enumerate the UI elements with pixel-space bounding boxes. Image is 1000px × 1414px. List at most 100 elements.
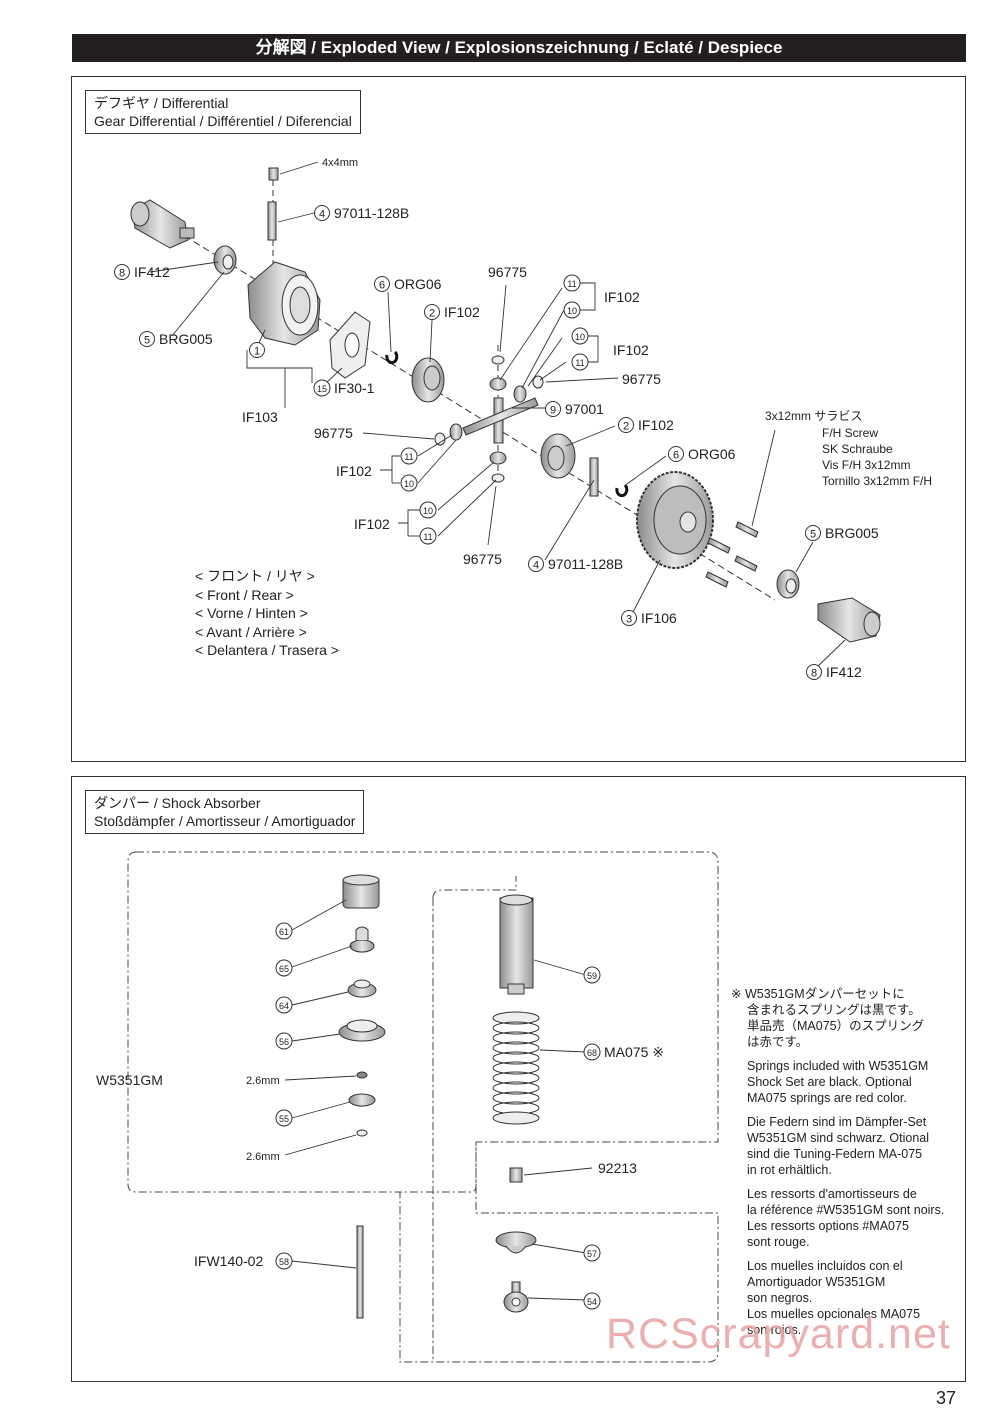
screw-note: 3x12mm サラビス F/H Screw SK Schraube Vis F/… [765,409,932,488]
spring-note-jp: ※ W5351GMダンパーセットに 含まれるスプリングは黒です。 単品売（MA0… [731,987,925,1049]
shock-rod-end-part [503,1281,529,1313]
shock-title-box: ダンパー / Shock Absorber Stoßdämpfer / Amor… [85,790,365,834]
callout-8-left: 8 [114,264,130,280]
label-if102-b: IF102 [604,289,640,305]
shock-shaft-part [356,1225,364,1319]
svg-text:54: 54 [587,1297,597,1307]
label-97001: 97001 [565,401,604,417]
label-4x4: 4x4mm [322,157,358,169]
differential-panel [71,76,966,762]
label-92213: 92213 [598,1160,637,1176]
label-if412-right: IF412 [826,664,862,680]
label-ifw140: IFW140-02 [194,1253,263,1269]
shock-spring-retainer-part [495,1231,537,1254]
shock-title-multi: Stoßdämpfer / Amortisseur / Amortiguador [94,813,356,829]
callout-59: 59 [583,966,601,984]
svg-text:9: 9 [550,405,556,417]
callout-9: 9 [545,401,561,417]
label-2-6mm-a: 2.6mm [246,1075,280,1087]
label-96775-d: 96775 [463,551,502,567]
shock-spring-part [492,1011,540,1125]
label-96775-c: 96775 [314,425,353,441]
label-if30: IF30-1 [334,380,375,396]
screw-note-es: Tornillo 3x12mm F/H [822,474,932,488]
bearing-left-part [213,245,237,275]
shock-group-outlines [127,851,719,1363]
svg-text:10: 10 [404,479,414,489]
svg-text:11: 11 [567,279,576,289]
callout-65: 65 [275,959,293,977]
callout-10-c: 10 [400,474,418,492]
svg-text:10: 10 [567,306,577,316]
front-rear-de: < Vorne / Hinten > [195,605,308,621]
bearing-right-part [776,569,800,599]
label-2-6mm-b: 2.6mm [246,1151,280,1163]
callout-58: 58 [275,1252,293,1270]
label-97011-bottom: 97011-128B [548,556,623,572]
svg-text:1: 1 [254,346,260,358]
spring-note-fr: Les ressorts d'amortisseurs de la référe… [747,1187,945,1249]
callout-4-top: 4 [314,205,330,221]
pin-bottom-part [589,457,599,497]
svg-text:56: 56 [279,1037,289,1047]
callout-55: 55 [275,1109,293,1127]
diff-callout-numbers: 4 8 5 1 15 6 2 11 10 10 11 9 2 11 10 6 1… [114,205,822,680]
outdrive-left-part [130,199,195,249]
shock-collar-part [338,1019,386,1042]
callout-61: 61 [275,922,293,940]
shock-callout-numbers: 61 65 64 56 55 58 59 68 57 54 [275,922,601,1310]
callout-10-a: 10 [563,301,581,319]
shock-washer-part [356,1129,368,1137]
callout-11-c: 11 [400,447,418,465]
svg-text:68: 68 [587,1048,597,1058]
watermark: RCScrapyard.net [606,1310,951,1358]
front-rear-jp: < フロント / リヤ > [195,568,315,584]
svg-text:8: 8 [811,668,817,680]
bevel-gear-left-part [411,357,445,403]
front-rear-fr: < Avant / Arrière > [195,623,307,640]
svg-text:3: 3 [626,614,632,626]
page-header: 分解図 / Exploded View / Explosionszeichnun… [72,34,966,62]
svg-text:10: 10 [575,332,585,342]
svg-text:5: 5 [144,335,150,347]
svg-text:11: 11 [575,358,584,368]
callout-6-left: 6 [374,276,390,292]
svg-text:5: 5 [810,529,816,541]
callout-64: 64 [275,996,293,1014]
shock-eyelet-top-part [349,926,375,953]
svg-text:8: 8 [119,268,125,280]
shock-title-jp: ダンパー / Shock Absorber [94,795,261,811]
callout-2-left: 2 [424,304,440,320]
svg-text:6: 6 [673,450,679,462]
diff-case-part [247,261,321,346]
svg-text:4: 4 [319,209,325,221]
label-if102-a: IF102 [444,304,480,320]
callout-8-right: 8 [806,664,822,680]
callout-11-b: 11 [571,353,589,371]
callout-5-right: 5 [805,525,821,541]
label-if103: IF103 [242,409,278,425]
svg-text:64: 64 [279,1001,289,1011]
diff-part-labels: 4x4mm 97011-128B IF412 BRG005 IF103 IF30… [134,157,879,680]
front-rear-en: < Front / Rear > [195,586,294,603]
differential-title-box: デフギヤ / Differential Gear Differential / … [85,90,361,134]
svg-text:11: 11 [404,452,413,462]
spider-gear-parts [434,355,544,483]
spring-note-en: Springs included with W5351GM Shock Set … [747,1059,929,1105]
front-rear-legend: < フロント / リヤ > < Front / Rear > < Vorne /… [195,567,339,660]
set-screw-part [268,167,279,181]
bevel-gear-right-part [540,433,576,479]
screw-note-en: F/H Screw [822,426,878,440]
label-if102-f: IF102 [354,516,390,532]
svg-text:55: 55 [279,1114,289,1124]
label-96775-b: 96775 [622,371,661,387]
callout-57: 57 [583,1244,601,1262]
callout-1: 1 [249,342,265,358]
diff-leader-lines [149,161,846,670]
screw-note-fr: Vis F/H 3x12mm [822,458,910,472]
callout-6-right: 6 [668,446,684,462]
label-if102-e: IF102 [336,463,372,479]
label-brg005-right: BRG005 [825,525,879,541]
svg-text:2: 2 [623,421,629,433]
gasket-part [329,311,371,379]
